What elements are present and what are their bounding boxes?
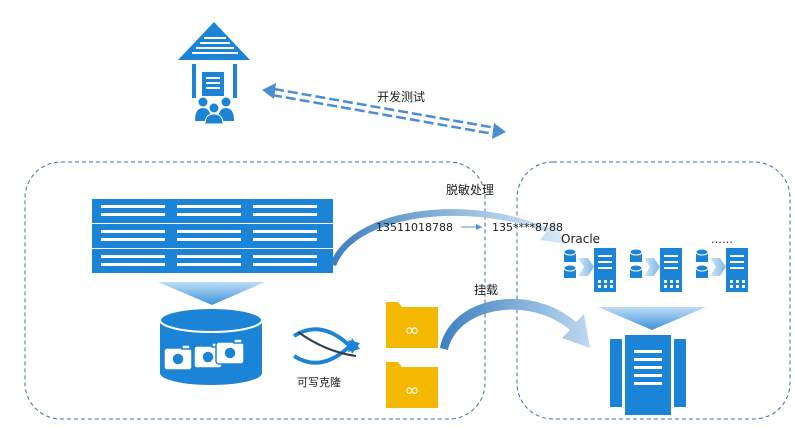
phone-masked: 135****8788 bbox=[492, 221, 563, 234]
svg-text:∞: ∞ bbox=[405, 380, 420, 401]
dev-test-label: 开发测试 bbox=[377, 89, 425, 104]
oracle-label: Oracle bbox=[561, 232, 600, 246]
storage-funnel bbox=[158, 282, 265, 305]
svg-text:∞: ∞ bbox=[405, 320, 420, 341]
database-server-icon bbox=[695, 248, 748, 292]
infinity-folder-icon: ∞ bbox=[386, 302, 438, 348]
storage-array-icon bbox=[92, 199, 333, 273]
infinity-folder-icon: ∞ bbox=[386, 362, 438, 408]
snapshot-database-icon bbox=[159, 307, 263, 385]
target-funnel bbox=[598, 307, 706, 330]
ellipsis-label: …… bbox=[711, 233, 733, 246]
masking-arrow bbox=[330, 209, 566, 266]
camera-icon bbox=[193, 342, 223, 369]
mount-label: 挂载 bbox=[474, 283, 498, 297]
target-server-icon bbox=[610, 333, 686, 417]
dev-test-arrow bbox=[262, 83, 506, 139]
office-house-icon bbox=[178, 22, 250, 125]
mount-arrow bbox=[440, 298, 590, 350]
target-environment-box bbox=[516, 161, 791, 420]
camera-icon bbox=[163, 344, 193, 371]
database-server-icon bbox=[629, 248, 682, 292]
database-server-icon bbox=[563, 248, 616, 292]
writable-clone-label: 可写克隆 bbox=[297, 375, 341, 389]
camera-icon bbox=[215, 338, 245, 365]
masking-label: 脱敏处理 bbox=[446, 182, 494, 197]
writable-clone-icon bbox=[292, 327, 360, 365]
phone-original: 13511018788 bbox=[376, 221, 453, 234]
